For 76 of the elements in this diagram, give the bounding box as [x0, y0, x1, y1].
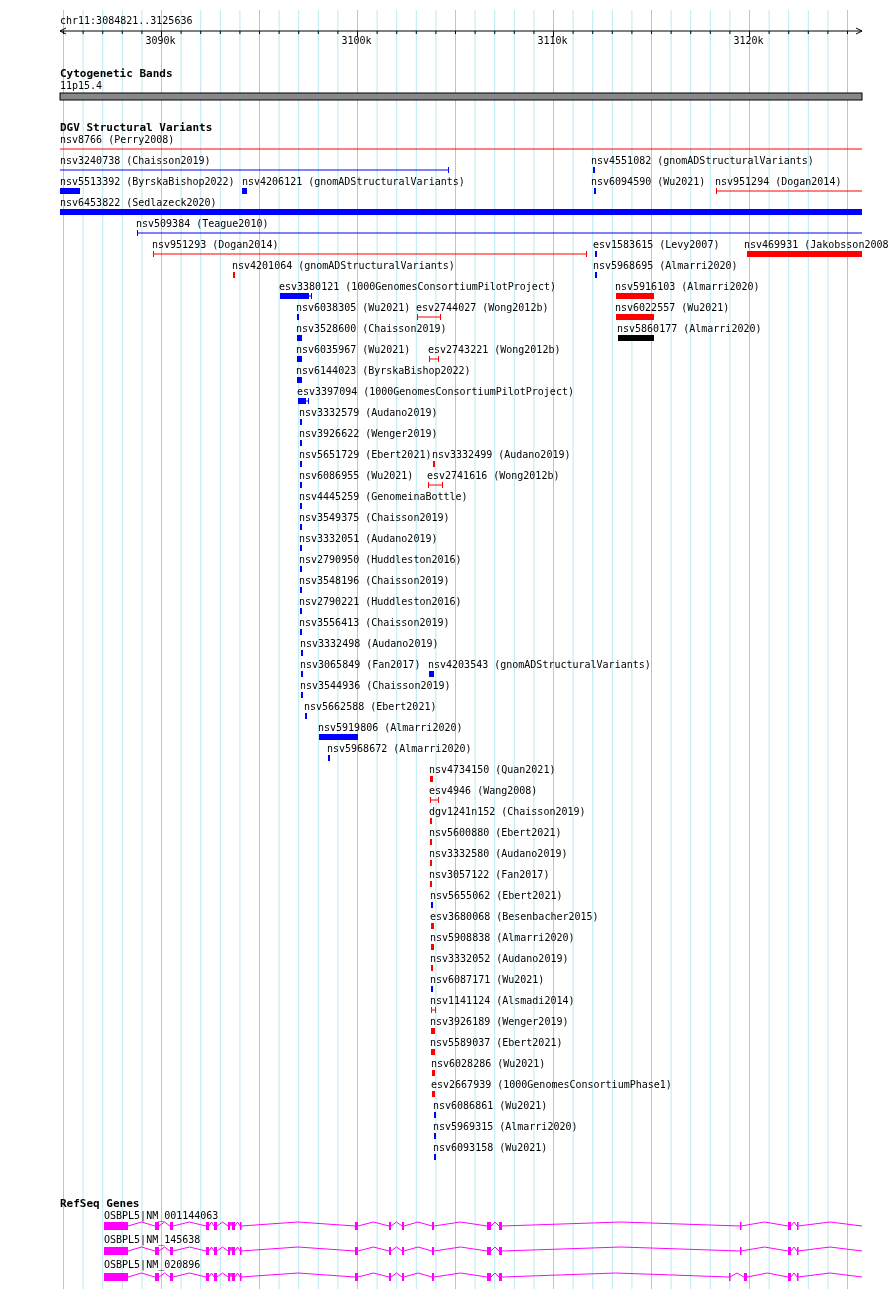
variant-label: nsv6035967 (Wu2021) — [296, 344, 411, 356]
variant-label: esv4946 (Wang2008) — [429, 785, 538, 797]
axis-tick-label: 3120k — [733, 35, 764, 47]
variant-label: nsv3332579 (Audano2019) — [299, 407, 438, 419]
variant-label: esv2743221 (Wong2012b) — [428, 344, 561, 356]
variant-label: esv2741616 (Wong2012b) — [427, 470, 560, 482]
variant-label: nsv6144023 (ByrskaBishop2022) — [296, 365, 471, 377]
axis-tick-label: 3090k — [145, 35, 176, 47]
variant-label: nsv5919806 (Almarri2020) — [318, 722, 463, 734]
variant-label: nsv4734150 (Quan2021) — [429, 764, 556, 776]
variant-label: nsv469931 (Jakobsson2008 — [744, 239, 889, 251]
variant-label: nsv5969315 (Almarri2020) — [433, 1121, 578, 1133]
variant-label: nsv4206121 (gnomADStructuralVariants) — [242, 176, 465, 188]
track-title: RefSeq Genes — [60, 1198, 140, 1210]
variant-label: nsv3926189 (Wenger2019) — [430, 1016, 569, 1028]
variant-label: nsv4551082 (gnomADStructuralVariants) — [591, 155, 814, 167]
variant-label: esv3397094 (1000GenomesConsortiumPilotProject) — [297, 386, 574, 398]
variant-label: nsv509384 (Teague2010) — [136, 218, 269, 230]
variant-label: nsv5662588 (Ebert2021) — [304, 701, 437, 713]
variant-label: nsv3057122 (Fan2017) — [429, 869, 550, 881]
variant-label: nsv6094590 (Wu2021) — [591, 176, 706, 188]
variant-label: nsv4445259 (GenomeinaBottle) — [299, 491, 468, 503]
variant-label: nsv3549375 (Chaisson2019) — [299, 512, 450, 524]
track-title: Cytogenetic Bands — [60, 68, 173, 80]
variant-label: nsv5908838 (Almarri2020) — [430, 932, 575, 944]
variant-label: dgv1241n152 (Chaisson2019) — [429, 806, 586, 818]
variant-label: nsv3528600 (Chaisson2019) — [296, 323, 447, 335]
variant-label: nsv1141124 (Alsmadi2014) — [430, 995, 575, 1007]
variant-label: esv2667939 (1000GenomesConsortiumPhase1) — [431, 1079, 672, 1091]
variant-label: nsv2790950 (Huddleston2016) — [299, 554, 462, 566]
axis-tick-label: 3110k — [537, 35, 568, 47]
variant-label: nsv6087171 (Wu2021) — [430, 974, 545, 986]
variant-label: nsv3548196 (Chaisson2019) — [299, 575, 450, 587]
variant-label: nsv5600880 (Ebert2021) — [429, 827, 562, 839]
variant-label: nsv6093158 (Wu2021) — [433, 1142, 548, 1154]
variant-label: nsv4201064 (gnomADStructuralVariants) — [232, 260, 455, 272]
axis-tick-label: 3100k — [341, 35, 372, 47]
variant-label: nsv5589037 (Ebert2021) — [430, 1037, 563, 1049]
variant-label: esv3680068 (Besenbacher2015) — [430, 911, 599, 923]
variant-label: nsv8766 (Perry2008) — [60, 134, 175, 146]
variant-label: nsv6028286 (Wu2021) — [431, 1058, 546, 1070]
variant-label: nsv6022557 (Wu2021) — [615, 302, 730, 314]
variant-label: nsv5513392 (ByrskaBishop2022) — [60, 176, 235, 188]
variant-label: nsv3332052 (Audano2019) — [430, 953, 569, 965]
variant-label: nsv5655062 (Ebert2021) — [430, 890, 563, 902]
variant-label: nsv6086955 (Wu2021) — [299, 470, 414, 482]
band-label: 11p15.4 — [60, 80, 103, 92]
variant-label: esv1583615 (Levy2007) — [593, 239, 720, 251]
transcript-label: OSBPL5|NM_001144063 — [104, 1210, 219, 1222]
variant-label: nsv951293 (Dogan2014) — [152, 239, 279, 251]
variant-label: esv3380121 (1000GenomesConsortiumPilotProject) — [279, 281, 556, 293]
variant-label: nsv6453822 (Sedlazeck2020) — [60, 197, 217, 209]
variant-label: nsv4203543 (gnomADStructuralVariants) — [428, 659, 651, 671]
position-label: chr11:3084821..3125636 — [60, 15, 193, 27]
variant-label: nsv6038305 (Wu2021) — [296, 302, 411, 314]
variant-label: nsv3065849 (Fan2017) — [300, 659, 421, 671]
variant-label: esv2744027 (Wong2012b) — [416, 302, 549, 314]
transcript-label: OSBPL5|NM_020896 — [104, 1259, 201, 1271]
variant-label: nsv6086861 (Wu2021) — [433, 1100, 548, 1112]
variant-label: nsv5916103 (Almarri2020) — [615, 281, 760, 293]
variant-label: nsv3544936 (Chaisson2019) — [300, 680, 451, 692]
transcript-label: OSBPL5|NM_145638 — [104, 1234, 201, 1246]
variant-label: nsv3926622 (Wenger2019) — [299, 428, 438, 440]
variant-label: nsv2790221 (Huddleston2016) — [299, 596, 462, 608]
variant-label: nsv3332498 (Audano2019) — [300, 638, 439, 650]
variant-label: nsv5968672 (Almarri2020) — [327, 743, 472, 755]
variant-label: nsv951294 (Dogan2014) — [715, 176, 842, 188]
variant-label: nsv3556413 (Chaisson2019) — [299, 617, 450, 629]
variant-label: nsv3332051 (Audano2019) — [299, 533, 438, 545]
variant-label: nsv5968695 (Almarri2020) — [593, 260, 738, 272]
variant-label: nsv3332499 (Audano2019) — [432, 449, 571, 461]
variant-label: nsv3332580 (Audano2019) — [429, 848, 568, 860]
track-title: DGV Structural Variants — [60, 122, 213, 134]
variant-label: nsv3240738 (Chaisson2019) — [60, 155, 211, 167]
variant-label: nsv5860177 (Almarri2020) — [617, 323, 762, 335]
variant-label: nsv5651729 (Ebert2021) — [299, 449, 432, 461]
